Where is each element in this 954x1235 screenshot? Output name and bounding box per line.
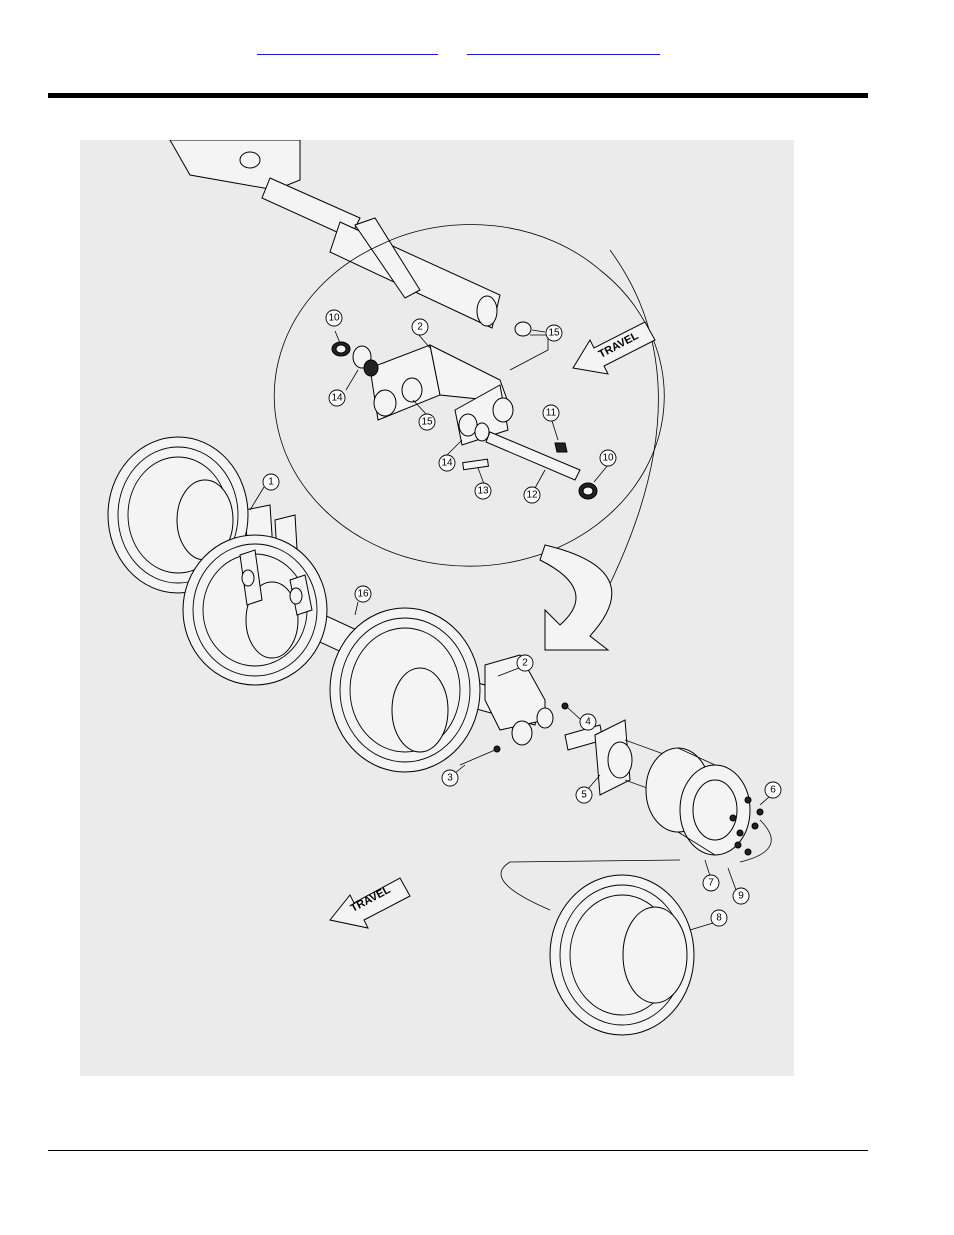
svg-text:10: 10 (328, 313, 340, 324)
travel-arrow-bottom: TRAVEL (330, 878, 410, 928)
callout-2-detail: 2 (412, 319, 428, 335)
svg-text:16: 16 (357, 589, 369, 600)
callout-6: 6 (765, 782, 781, 798)
callout-14-left: 14 (329, 390, 345, 406)
callout-2: 2 (517, 655, 533, 671)
callout-10-right: 10 (600, 450, 616, 466)
header-link-1[interactable] (257, 38, 438, 55)
hardware (460, 746, 500, 765)
callout-8: 8 (711, 910, 727, 926)
callout-10-left: 10 (326, 310, 342, 326)
svg-text:6: 6 (770, 785, 776, 796)
svg-text:11: 11 (546, 408, 557, 419)
callout-12: 12 (524, 487, 540, 503)
footer-rule (48, 1150, 868, 1151)
callout-3: 3 (442, 770, 458, 786)
callout-5: 5 (576, 787, 592, 803)
svg-text:2: 2 (522, 658, 528, 669)
callout-4: 4 (580, 714, 596, 730)
svg-text:14: 14 (331, 393, 343, 404)
callout-1: 1 (263, 474, 279, 490)
tire-front (330, 608, 480, 772)
callout-15-top: 15 (546, 325, 562, 341)
callout-7: 7 (703, 875, 719, 891)
svg-text:8: 8 (716, 913, 722, 924)
callout-15-bottom: 15 (419, 414, 435, 430)
callout-14-right: 14 (439, 455, 455, 471)
tire-exploded (550, 875, 694, 1035)
svg-text:2: 2 (417, 322, 423, 333)
callout-9: 9 (733, 888, 749, 904)
svg-text:9: 9 (738, 891, 744, 902)
svg-text:14: 14 (441, 458, 453, 469)
callout-16: 16 (355, 586, 371, 602)
frame-tube-upper (170, 140, 500, 328)
svg-text:1: 1 (268, 477, 274, 488)
svg-text:10: 10 (602, 453, 614, 464)
travel-arrow-top: TRAVEL (573, 322, 655, 374)
parts-diagram: TRAVEL TRAVEL (80, 140, 794, 1076)
svg-text:13: 13 (477, 486, 489, 497)
wheel-rim (646, 748, 750, 855)
detail-pointer-arrow (540, 545, 612, 650)
svg-text:7: 7 (708, 878, 714, 889)
svg-text:15: 15 (548, 328, 560, 339)
parts-diagram-svg: TRAVEL TRAVEL (80, 140, 794, 1076)
header-link-2[interactable] (467, 38, 660, 55)
svg-text:15: 15 (421, 417, 433, 428)
svg-text:3: 3 (447, 773, 453, 784)
callout-11: 11 (543, 405, 559, 421)
svg-text:12: 12 (526, 490, 538, 501)
svg-text:4: 4 (585, 717, 591, 728)
svg-text:5: 5 (581, 790, 587, 801)
callout-13: 13 (475, 483, 491, 499)
header-rule (48, 93, 868, 98)
